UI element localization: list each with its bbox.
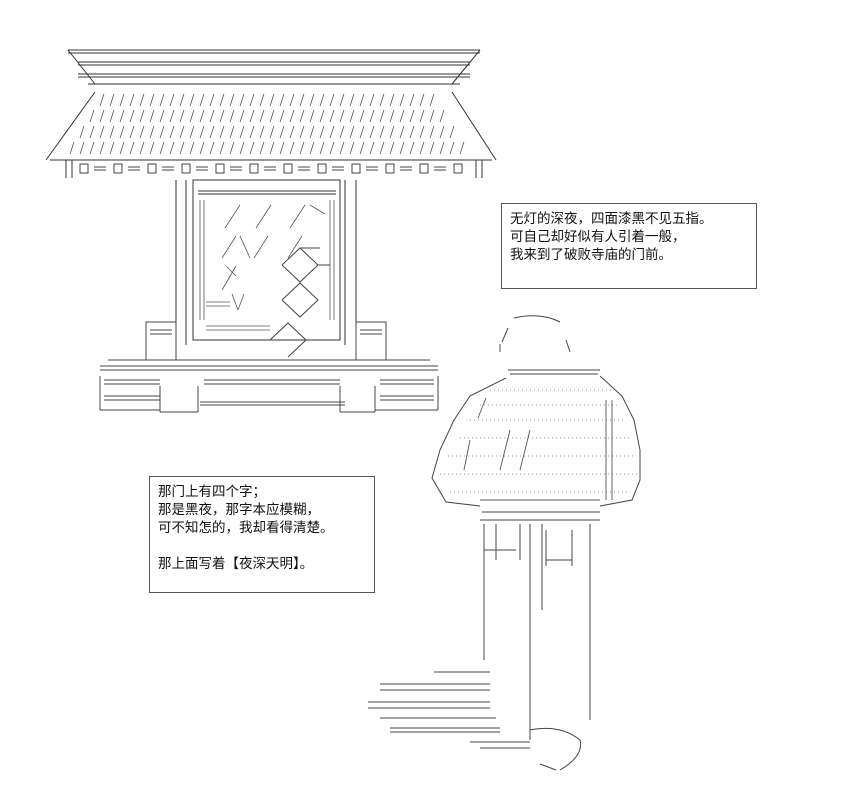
narration-line: 可自己却好似有人引着一般， — [510, 229, 686, 245]
narration-line: 可不知怎的，我却看得清楚。 — [158, 520, 334, 536]
narration-line: 我来到了破败寺庙的门前。 — [510, 247, 672, 263]
narration-blank-line — [158, 537, 366, 555]
narration-line: 那门上有四个字； — [158, 484, 266, 500]
narration-line: 无灯的深夜，四面漆黑不见五指。 — [510, 211, 713, 227]
narration-box-bottom: 那门上有四个字； 那是黑夜，那字本应模糊， 可不知怎的，我却看得清楚。 那上面写… — [149, 476, 375, 593]
standing-figure — [368, 315, 641, 771]
narration-line: 那上面写着【夜深天明】。 — [158, 556, 314, 572]
temple-gate — [45, 49, 497, 413]
narration-box-top: 无灯的深夜，四面漆黑不见五指。 可自己却好似有人引着一般， 我来到了破败寺庙的门… — [501, 203, 757, 289]
narration-line: 那是黑夜，那字本应模糊， — [158, 502, 320, 518]
